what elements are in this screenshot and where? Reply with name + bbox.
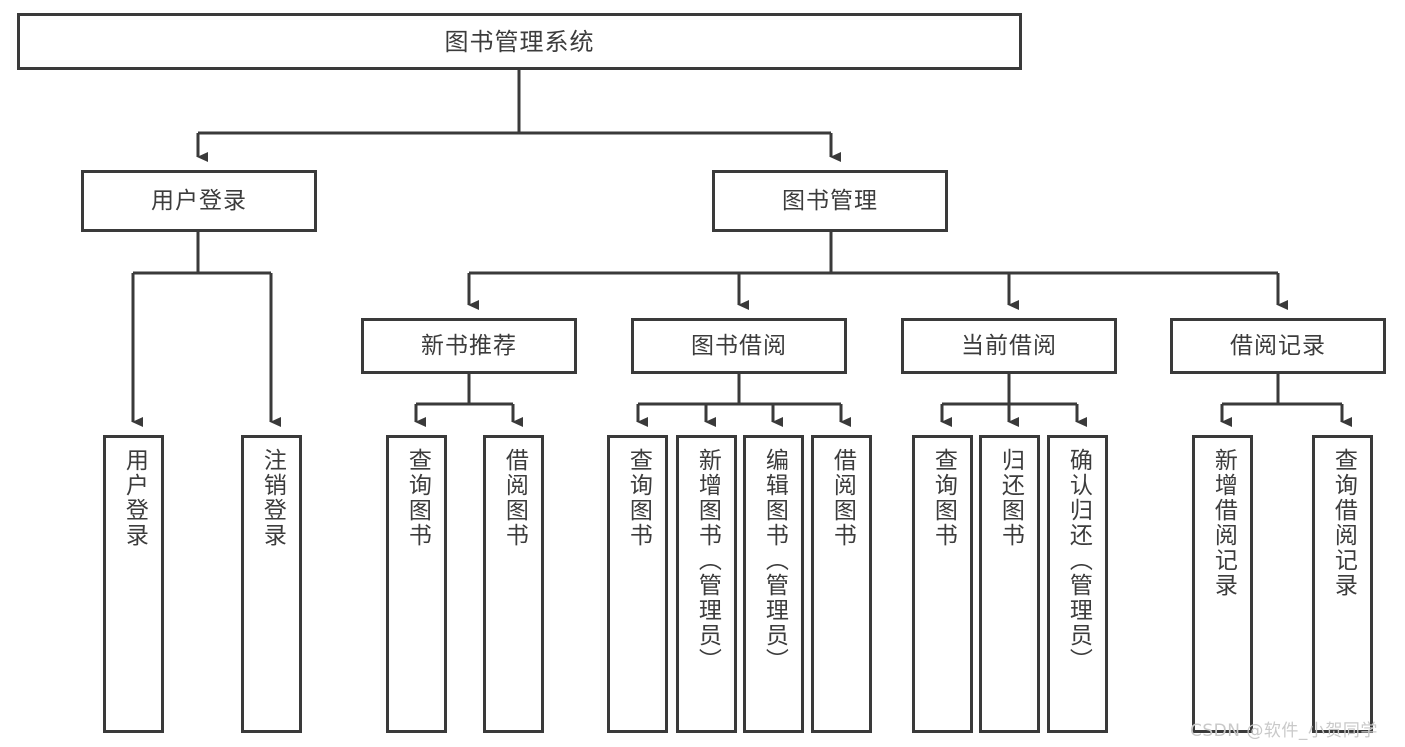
leaf-borrow-book-recommend[interactable]: 借阅图书 [483, 435, 544, 733]
node-user-login-label: 用户登录 [151, 187, 247, 214]
leaf-logout[interactable]: 注销登录 [241, 435, 302, 733]
leaf-return-book-label: 归还图书 [997, 448, 1024, 548]
node-book-management[interactable]: 图书管理 [712, 170, 948, 232]
leaf-add-book-admin[interactable]: 新增图书（管理员） [676, 435, 737, 733]
node-borrow-records[interactable]: 借阅记录 [1170, 318, 1386, 374]
leaf-return-book[interactable]: 归还图书 [979, 435, 1040, 733]
node-book-management-label: 图书管理 [782, 187, 878, 214]
node-user-login[interactable]: 用户登录 [81, 170, 317, 232]
leaf-user-login[interactable]: 用户登录 [103, 435, 164, 733]
csdn-watermark: CSDN @软件_小贺同学 [1190, 721, 1378, 741]
node-current-borrow[interactable]: 当前借阅 [901, 318, 1117, 374]
leaf-query-book-recommend[interactable]: 查询图书 [386, 435, 447, 733]
leaf-borrow-book-recommend-label: 借阅图书 [501, 448, 528, 548]
leaf-add-borrow-record[interactable]: 新增借阅记录 [1192, 435, 1253, 733]
leaf-query-book-current-label: 查询图书 [930, 448, 957, 548]
leaf-edit-book-admin[interactable]: 编辑图书（管理员） [743, 435, 804, 733]
node-current-borrow-label: 当前借阅 [961, 332, 1057, 359]
leaf-user-login-label: 用户登录 [121, 448, 148, 548]
leaf-edit-book-admin-label: 编辑图书（管理员） [761, 448, 788, 673]
leaf-borrow-book-label: 借阅图书 [829, 448, 856, 548]
leaf-confirm-return-admin[interactable]: 确认归还（管理员） [1047, 435, 1108, 733]
node-root[interactable]: 图书管理系统 [17, 13, 1022, 70]
leaf-query-borrow-record-label: 查询借阅记录 [1330, 448, 1357, 598]
leaf-query-book-borrow-label: 查询图书 [625, 448, 652, 548]
node-borrow-records-label: 借阅记录 [1230, 332, 1326, 359]
leaf-query-borrow-record[interactable]: 查询借阅记录 [1312, 435, 1373, 733]
leaf-query-book-current[interactable]: 查询图书 [912, 435, 973, 733]
node-book-borrow[interactable]: 图书借阅 [631, 318, 847, 374]
node-new-book-recommend[interactable]: 新书推荐 [361, 318, 577, 374]
node-book-borrow-label: 图书借阅 [691, 332, 787, 359]
node-new-book-recommend-label: 新书推荐 [421, 332, 517, 359]
leaf-query-book-borrow[interactable]: 查询图书 [607, 435, 668, 733]
node-root-label: 图书管理系统 [444, 27, 595, 56]
leaf-query-book-recommend-label: 查询图书 [404, 448, 431, 548]
leaf-add-book-admin-label: 新增图书（管理员） [694, 448, 721, 673]
leaf-logout-label: 注销登录 [259, 448, 286, 548]
leaf-add-borrow-record-label: 新增借阅记录 [1210, 448, 1237, 598]
leaf-borrow-book[interactable]: 借阅图书 [811, 435, 872, 733]
leaf-confirm-return-admin-label: 确认归还（管理员） [1065, 448, 1092, 673]
